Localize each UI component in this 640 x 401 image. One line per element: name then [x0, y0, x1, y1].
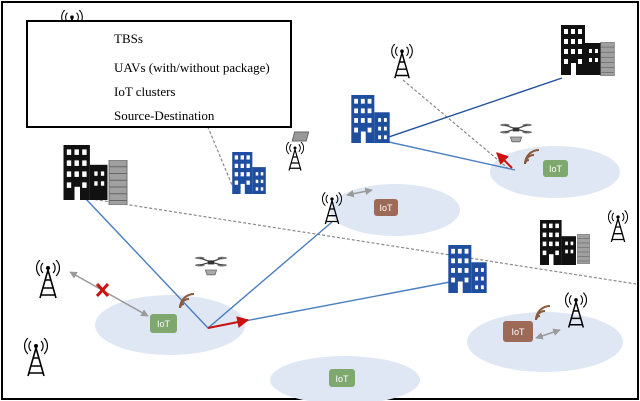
cross-icon [95, 282, 110, 298]
building-icon [232, 152, 266, 194]
server-icon [291, 131, 310, 142]
svg-text:IoT: IoT [379, 203, 393, 213]
tower-icon [391, 44, 413, 79]
cluster-area-right-bottom [467, 312, 623, 372]
svg-text:IoT: IoT [335, 374, 349, 384]
svg-text:IoT: IoT [549, 164, 563, 174]
building-icon [351, 95, 390, 143]
dashed-link-tower [402, 79, 511, 171]
route-top-right [379, 77, 563, 142]
tower-icon [608, 210, 628, 243]
iot-node-icon: IoT [150, 314, 177, 333]
legend: TBSs UAVs (with/without package) IoT clu… [26, 20, 292, 128]
iot-cluster-areas [95, 146, 623, 401]
svg-text:IoT: IoT [511, 327, 525, 337]
dashed-link-legend [199, 107, 233, 186]
dashed-link-long [84, 197, 637, 285]
svg-text:IoT: IoT [157, 319, 171, 329]
double-arrow-center [346, 187, 373, 198]
dashed-links [84, 79, 637, 285]
building-icon [561, 25, 601, 75]
drone-icon [195, 256, 227, 276]
building-icon [63, 145, 108, 200]
iot-node-icon: IoT [543, 160, 568, 177]
iot-node-icon: IoT [374, 199, 398, 216]
red-arrow-left [207, 316, 250, 329]
legend-iot-label: IoT clusters [114, 84, 176, 99]
tower-icon [36, 260, 60, 299]
double-arrow-right [535, 328, 561, 340]
iot-node-icon: IoT [503, 321, 533, 342]
server-icon [600, 42, 615, 76]
server-icon [577, 234, 590, 264]
tower-icon [24, 338, 48, 377]
building-icon [540, 220, 576, 265]
iot-node-icon: IoT [329, 369, 355, 387]
legend-sd-label: Source-Destination [114, 108, 215, 123]
double-arrow-left [69, 271, 149, 317]
tower-icon [286, 142, 304, 172]
drone-icon [500, 123, 532, 143]
red-arrow-right [496, 152, 513, 169]
double-arrows [69, 187, 561, 340]
legend-tbs-label: TBSs [114, 31, 143, 46]
route-uav-building [379, 139, 516, 171]
server-icon [108, 160, 128, 205]
building-icon [448, 245, 487, 293]
legend-uav-label: UAVs (with/without package) [114, 60, 270, 75]
